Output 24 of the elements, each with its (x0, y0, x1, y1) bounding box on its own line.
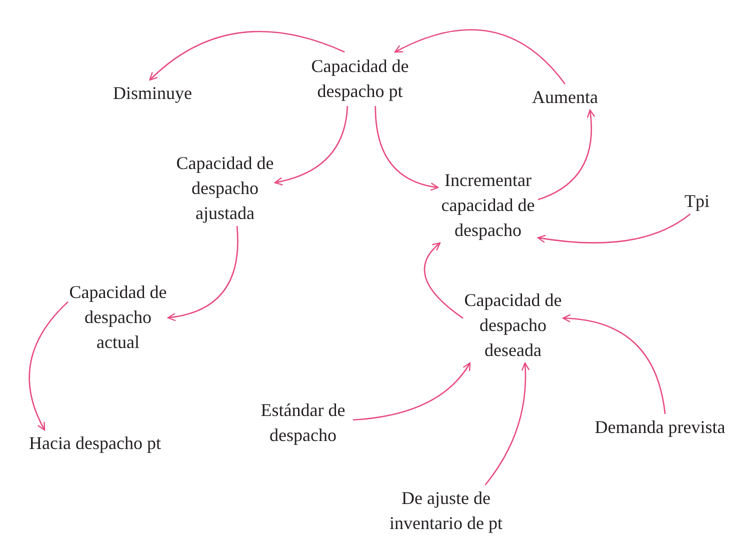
arrow (537, 213, 691, 244)
arrow (538, 109, 595, 200)
node-label: Hacia despacho pt (29, 432, 161, 455)
node-label: De ajuste de inventario de pt (388, 487, 504, 535)
node-label: Disminuye (113, 82, 192, 105)
node-label: Incrementar capacidad de despacho (440, 168, 536, 242)
arrow (274, 106, 348, 186)
node-label: Estándar de despacho (260, 399, 346, 447)
node-label: Demanda prevista (594, 416, 726, 439)
node-label: Capacidad de despacho ajustada (175, 152, 275, 225)
node-label: Capacidad de despacho actual (68, 280, 168, 354)
node-label: Aumenta (532, 86, 598, 108)
arrow (149, 30, 345, 81)
arrow (424, 242, 464, 319)
arrow (28, 301, 68, 431)
node-label: Capacidad de despacho deseada (463, 288, 563, 362)
node-label: Capacidad de despacho pt (310, 55, 410, 103)
node-label: Tpi (684, 190, 710, 213)
arrow (562, 314, 666, 414)
arrow (374, 106, 439, 190)
arrow (484, 362, 530, 486)
arrow (394, 29, 566, 84)
arrow (352, 362, 471, 421)
arrow (167, 226, 238, 321)
